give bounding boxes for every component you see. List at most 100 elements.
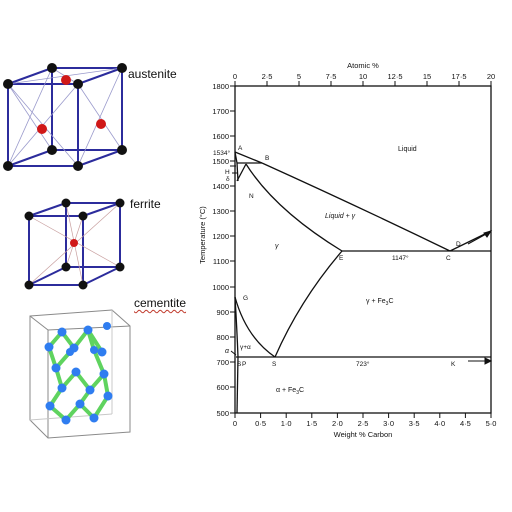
atom-iron (89, 413, 99, 423)
temp-1534: 1534° (213, 149, 230, 157)
point-a: A (238, 145, 243, 152)
point-d: D (456, 241, 461, 248)
atom-iron (75, 399, 85, 409)
y-tick-label: 1800 (212, 82, 229, 91)
top-axis-title: Atomic % (347, 61, 379, 70)
region-gamma-alpha: γ+α (240, 344, 251, 351)
atom-corner (117, 63, 127, 73)
bottom-tick-label: 2·0 (332, 419, 343, 428)
region-alpha-fe3c: α + Fe3C (276, 387, 304, 396)
top-tick-label: 15 (423, 72, 431, 81)
gp-line (234, 296, 239, 358)
atom-corner (78, 211, 88, 221)
atom-iron (44, 342, 54, 352)
bottom-axis (234, 413, 492, 418)
bottom-tick-label: 3·0 (383, 419, 394, 428)
cementite-label: cementite (134, 296, 187, 310)
y-axis-title: Temperature (°C) (198, 206, 207, 264)
y-tick-label: 1500 (212, 157, 229, 166)
bottom-tick-label: 5·0 (486, 419, 497, 428)
liquidus-line-cd (449, 230, 492, 252)
bottom-tick-label: 4·0 (434, 419, 445, 428)
atom-iron (45, 401, 55, 411)
cementite-atoms (44, 322, 113, 425)
point-s: S (272, 361, 277, 368)
bottom-tick-label: 0·5 (255, 419, 266, 428)
solvus-line (236, 356, 239, 414)
atom-iron (99, 369, 109, 379)
y-axis (230, 85, 235, 414)
y-tick-label: 900 (216, 308, 229, 317)
bottom-tick-label: 3·5 (409, 419, 420, 428)
region-liquid-gamma: Liquid + γ (325, 213, 356, 220)
liquidus-line-bc (261, 162, 451, 252)
atom-corner (73, 161, 83, 171)
top-tick-label: 5 (297, 72, 301, 81)
bottom-tick-label: 0 (233, 419, 237, 428)
point-n: N (249, 193, 254, 200)
atom-corner (47, 145, 57, 155)
y-tick-label: 700 (216, 358, 229, 367)
delta-gamma-boundary (236, 163, 247, 182)
point-c: C (446, 255, 451, 262)
point-p: P (242, 361, 246, 368)
y-tick-label: 1400 (212, 182, 229, 191)
atom-corner (47, 63, 57, 73)
atom-corner (115, 262, 125, 272)
atom-corner (78, 280, 88, 290)
atom-iron (103, 391, 113, 401)
atom-corner (61, 262, 71, 272)
top-axis (234, 81, 492, 86)
y-tick-label: 600 (216, 383, 229, 392)
temp-1147: 1147° (392, 254, 409, 262)
top-tick-label: 10 (359, 72, 367, 81)
atom-corner (24, 280, 34, 290)
atom-iron (61, 415, 71, 425)
y-tick-label: 1200 (212, 232, 229, 241)
top-tick-label: 17·5 (451, 72, 466, 81)
bottom-tick-label: 1·0 (281, 419, 292, 428)
bottom-axis-title: Weight % Carbon (334, 430, 393, 439)
top-tick-label: 20 (487, 72, 495, 81)
arrows (230, 165, 493, 365)
region-gamma-fe3c: γ + Fe3C (366, 298, 394, 307)
atom-iron (57, 327, 67, 337)
y-tick-label: 800 (216, 333, 229, 342)
bottom-tick-label: 1·5 (306, 419, 317, 428)
atom-iron (103, 322, 111, 330)
atom-iron (57, 383, 67, 393)
top-tick-label: 7·5 (326, 72, 337, 81)
atom-corner (73, 79, 83, 89)
ferrite-atoms (24, 198, 125, 290)
atom-iron (85, 385, 95, 395)
temp-723: 723° (356, 360, 370, 368)
ferrite-label: ferrite (130, 197, 161, 211)
atom-iron (66, 348, 74, 356)
austenite-label: austenite (128, 67, 177, 81)
a3-line (234, 296, 276, 358)
atom-iron (97, 347, 107, 357)
y-tick-label: 1300 (212, 207, 229, 216)
region-delta: δ (226, 176, 230, 183)
region-alpha: α (225, 348, 230, 355)
atom-iron (51, 363, 61, 373)
atom-body-center (70, 239, 78, 247)
y-tick-label: 1100 (213, 257, 229, 266)
point-k: K (451, 361, 456, 368)
atom-corner (61, 198, 71, 208)
atom-corner (117, 145, 127, 155)
point-b: B (265, 155, 269, 162)
y-tick-label: 1600 (212, 132, 229, 141)
austenite-cube (7, 67, 123, 167)
phase-boundaries (234, 151, 492, 414)
point-h: H (225, 169, 230, 176)
y-tick-label: 1000 (212, 283, 229, 292)
region-liquid: Liquid (398, 146, 417, 153)
y-tick-label: 1700 (212, 107, 229, 116)
bottom-tick-label: 2·5 (358, 419, 369, 428)
delta-boundary (234, 151, 239, 182)
liquidus-line-ab (234, 151, 263, 164)
atom-face-center (96, 119, 106, 129)
atom-iron (90, 346, 98, 354)
